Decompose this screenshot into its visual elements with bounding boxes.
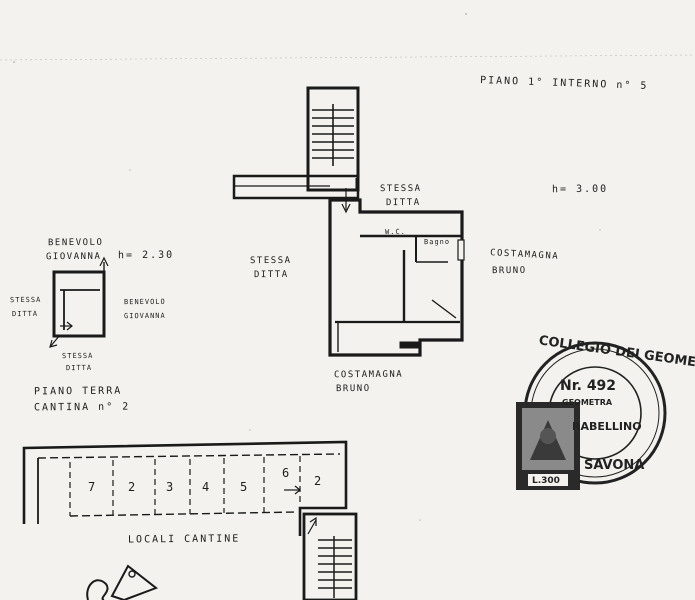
stessa-ditta-top-1: STESSA [379, 183, 422, 195]
costamagna-bottom-2: BRUNO [335, 383, 371, 395]
main-apartment-plan [232, 86, 465, 357]
stessa-ditta-cellar-left-1: STESSA [9, 295, 42, 305]
cantine-row-plan [22, 440, 358, 600]
stessa-ditta-cellar-bottom-1: STESSA [61, 351, 94, 361]
seal-number: Nr. 492 [560, 378, 617, 394]
cellar-plan [49, 256, 109, 348]
cantina-cell-1: 7 [88, 480, 96, 494]
benevolo-right-2: GIOVANNA [123, 311, 166, 321]
benevolo-top-1: BENEVOLO [47, 237, 104, 249]
room-wc: W.C. [384, 227, 406, 237]
height-main: h= 3.00 [551, 183, 609, 196]
stessa-ditta-left-2: DITTA [253, 269, 289, 281]
seal-name: RABELLINO [572, 420, 642, 433]
stessa-ditta-cellar-left-2: DITTA [11, 309, 39, 319]
seal-city: SAVONA [584, 458, 645, 473]
pen-scribble [86, 564, 159, 600]
cantina-number: CANTINA n° 2 [33, 401, 131, 414]
cantina-cell-7: 2 [314, 474, 322, 488]
seal-geometra: GEOMETRA [562, 398, 613, 407]
cantina-cell-3: 3 [166, 480, 174, 494]
stessa-ditta-cellar-bottom-2: DITTA [65, 363, 93, 373]
height-cellar: h= 2.30 [117, 249, 175, 262]
stessa-ditta-top-2: DITTA [385, 197, 421, 209]
costamagna-bottom-1: COSTAMAGNA [333, 369, 404, 381]
stessa-ditta-left-1: STESSA [249, 255, 292, 267]
benevolo-right-1: BENEVOLO [123, 297, 166, 307]
piano-terra: PIANO TERRA [33, 385, 123, 398]
costamagna-right-2: BRUNO [491, 265, 527, 277]
cantina-cell-4: 4 [202, 480, 210, 494]
collegio-seal [516, 341, 667, 490]
cantina-cell-5: 5 [240, 480, 248, 494]
cantina-cell-2: 2 [128, 480, 136, 494]
revenue-stamp-value: L.300 [532, 476, 560, 486]
locali-cantine-label: LOCALI CANTINE [127, 533, 241, 546]
benevolo-top-2: GIOVANNA [45, 251, 102, 263]
cantina-cell-6: 6 [282, 466, 290, 480]
room-bagno: Bagno [423, 237, 451, 247]
